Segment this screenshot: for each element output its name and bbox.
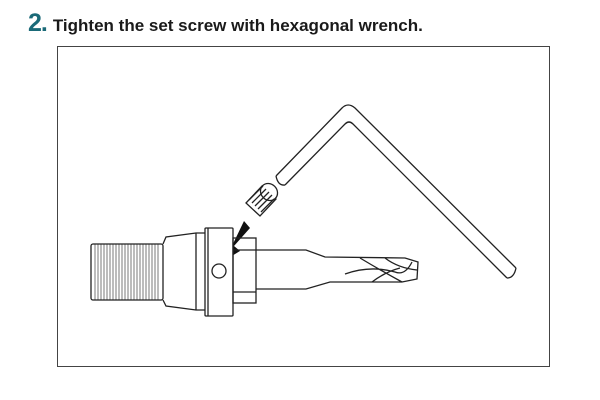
step-title: Tighten the set screw with hexagonal wre… [52,16,423,35]
step-number: 2. [28,9,48,37]
arbor-body [90,227,257,317]
step-heading: 2. Tighten the set screw with hexagonal … [28,9,423,38]
screw-hole [211,263,227,279]
illustration-frame [57,46,550,367]
set-screw [245,182,279,217]
drill-bit [256,249,419,290]
hex-wrench [275,104,517,279]
